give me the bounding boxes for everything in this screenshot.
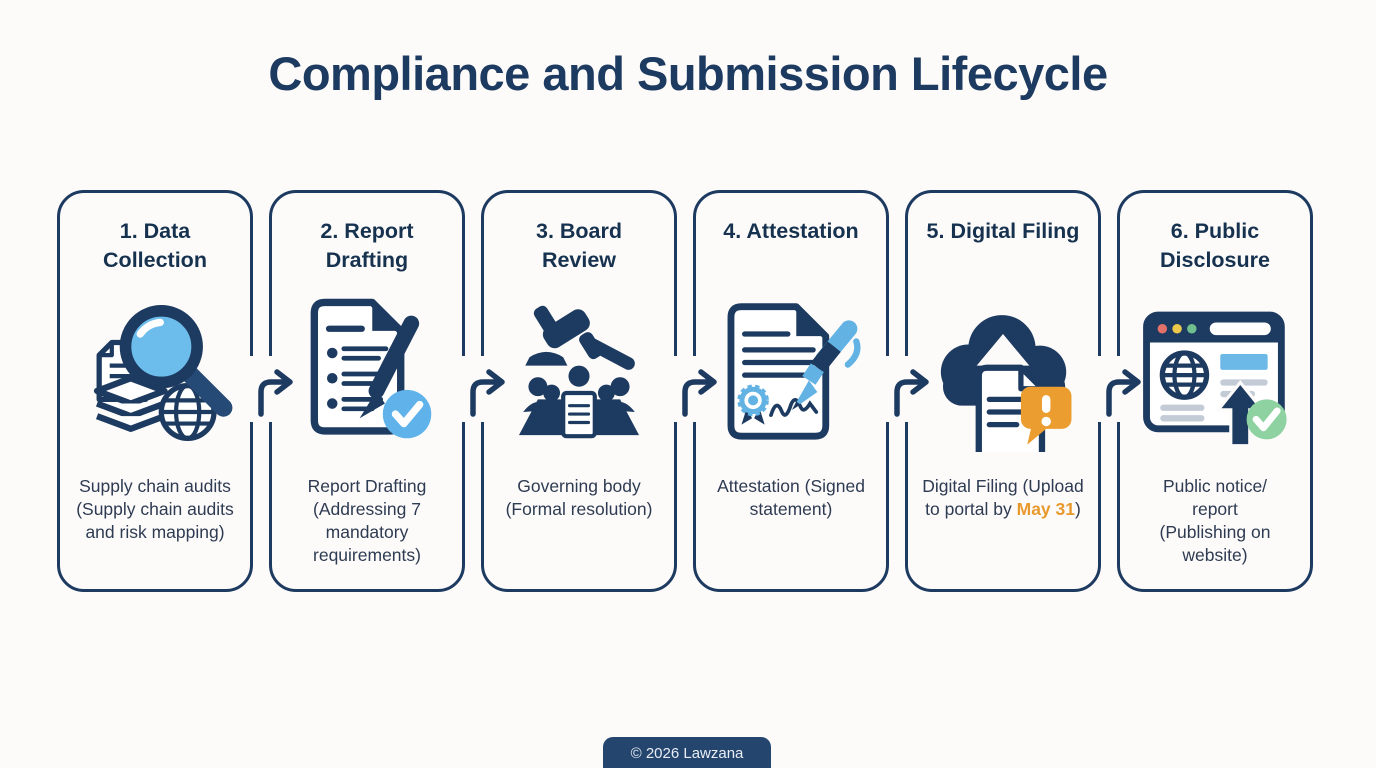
step-description: Public notice/ report (Publishing on web… bbox=[1159, 476, 1271, 566]
step-card-data-collection: 1. Data Collection bbox=[57, 190, 253, 592]
step-card-attestation: 4. Attestation bbox=[693, 190, 889, 592]
sealed-document-signature-pen-icon bbox=[707, 285, 875, 461]
step-card-report-drafting: 2. Report Drafting bbox=[269, 190, 465, 592]
step-description: Digital Filing (Upload to portal by May … bbox=[913, 475, 1093, 521]
step-title: 1. Data Collection bbox=[103, 219, 207, 273]
step-description: Supply chain audits (Supply chain audits… bbox=[76, 476, 234, 543]
gavel-board-meeting-icon bbox=[495, 285, 663, 461]
step-description: Report Drafting (Addressing 7 mandatory … bbox=[307, 476, 427, 566]
step-title: 3. Board Review bbox=[535, 219, 623, 273]
step-title: 6. Public Disclosure bbox=[1160, 219, 1270, 273]
step-card-public-disclosure: 6. Public Disclosure bbox=[1117, 190, 1313, 592]
cloud-upload-document-alert-icon bbox=[919, 285, 1087, 461]
step-description: Governing body (Formal resolution) bbox=[505, 476, 653, 520]
magnifier-documents-globe-icon bbox=[71, 285, 239, 461]
step-title: 4. Attestation bbox=[723, 219, 859, 243]
desc-text: Digital Filing (Upload to portal by bbox=[922, 476, 1084, 520]
deadline-date: May 31 bbox=[1016, 499, 1075, 520]
checklist-document-pen-check-icon bbox=[283, 285, 451, 461]
step-description: Attestation (Signed statement) bbox=[717, 476, 865, 520]
step-card-digital-filing: 5. Digital Filing bbox=[905, 190, 1101, 592]
page-title: Compliance and Submission Lifecycle bbox=[268, 47, 1108, 100]
step-title: 5. Digital Filing bbox=[926, 219, 1080, 243]
step-card-board-review: 3. Board Review bbox=[481, 190, 677, 592]
desc-text: ) bbox=[1075, 499, 1081, 520]
browser-globe-publish-check-icon bbox=[1131, 285, 1299, 461]
step-title: 2. Report Drafting bbox=[320, 219, 414, 273]
footer-credit: © 2026 Lawzana bbox=[603, 737, 771, 768]
lifecycle-steps: 1. Data Collection bbox=[57, 190, 1313, 592]
